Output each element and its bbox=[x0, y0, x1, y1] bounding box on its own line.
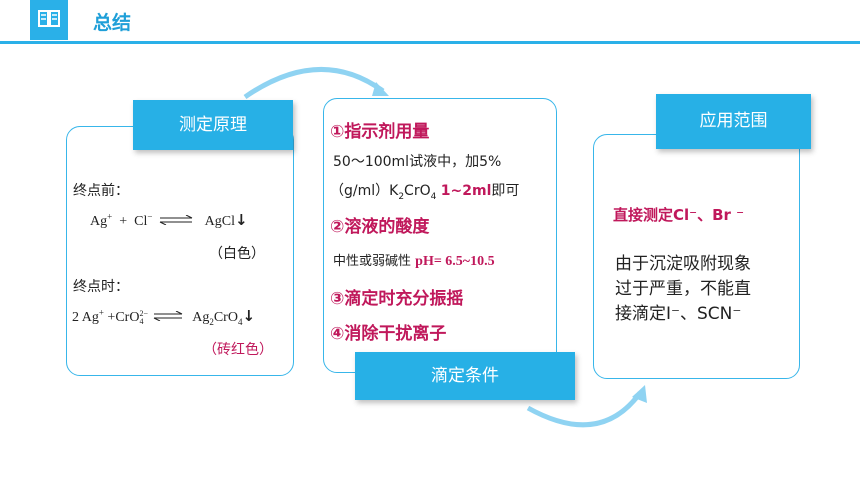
conditions-tag: 滴定条件 bbox=[355, 352, 575, 400]
condition-acidity: ②溶液的酸度 bbox=[330, 217, 430, 237]
precipitate-arrow-icon: ↓ bbox=[235, 211, 248, 229]
after-label: 终点时： bbox=[73, 279, 129, 295]
header-divider bbox=[0, 41, 860, 44]
scope-tag: 应用范围 bbox=[656, 94, 811, 149]
scope-direct: 直接测定Cl⁻、Br ⁻ bbox=[613, 206, 745, 224]
white-color-label: （白色） bbox=[209, 246, 265, 262]
condition-indicator-line2: （g/ml）K2CrO4 1~2ml即可 bbox=[330, 183, 520, 202]
equilibrium-arrow bbox=[151, 310, 189, 326]
brick-red-label: （砖红色） bbox=[203, 342, 273, 358]
equation-before: Ag+ + Cl− AgCl↓ bbox=[90, 211, 248, 230]
principle-tag: 测定原理 bbox=[133, 100, 293, 150]
condition-indicator-line1: 50～100ml试液中，加5% bbox=[333, 154, 502, 170]
scope-panel bbox=[593, 134, 800, 379]
condition-interference: ④消除干扰离子 bbox=[330, 324, 447, 344]
scope-note-line: 过于严重，不能直 bbox=[615, 279, 751, 299]
condition-indicator-dosage: ①指示剂用量 bbox=[330, 122, 430, 142]
condition-shaking: ③滴定时充分振摇 bbox=[330, 289, 464, 309]
equilibrium-arrow bbox=[156, 214, 202, 230]
page-title: 总结 bbox=[93, 12, 132, 34]
book-icon bbox=[30, 0, 68, 40]
scope-note: 由于沉淀吸附现象 过于严重，不能直 接滴定I⁻、SCN⁻ bbox=[615, 252, 751, 327]
principle-panel bbox=[66, 126, 294, 376]
scope-note-line: 由于沉淀吸附现象 bbox=[615, 254, 751, 274]
scope-note-line: 接滴定I⁻、SCN⁻ bbox=[615, 304, 742, 324]
before-label: 终点前： bbox=[73, 183, 129, 199]
condition-acidity-text: 中性或弱碱性 pH= 6.5~10.5 bbox=[333, 254, 495, 269]
conditions-panel bbox=[323, 98, 557, 373]
precipitate-arrow-icon: ↓ bbox=[242, 307, 256, 325]
